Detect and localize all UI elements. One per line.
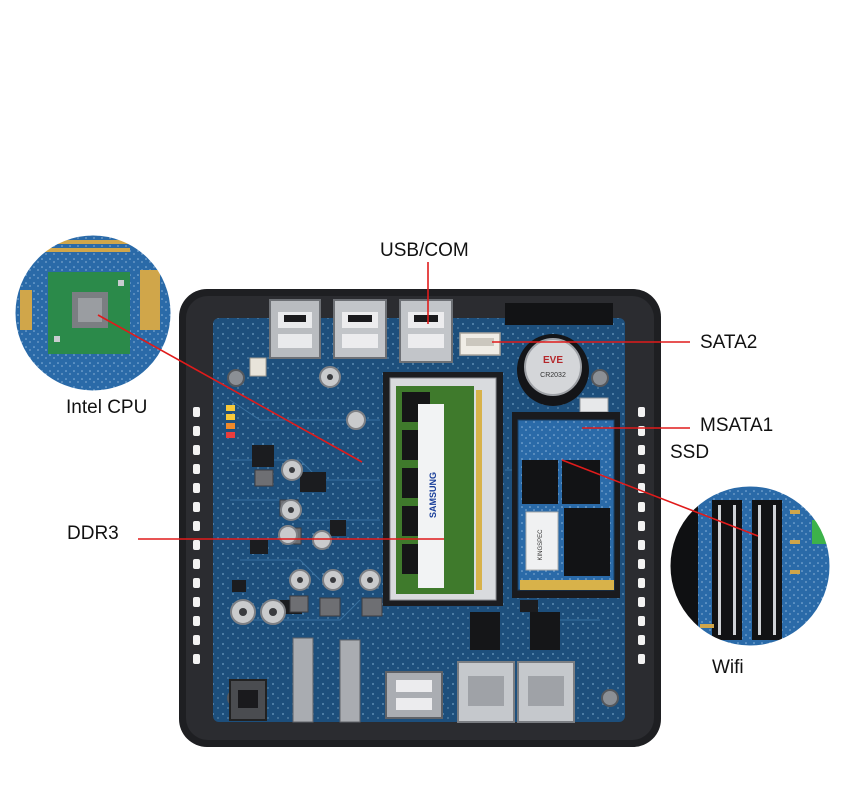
cpu-inset: [13, 233, 173, 393]
usb-com-label: USB/COM: [380, 240, 469, 261]
small-header: [579, 397, 609, 413]
cpu-callout-line: [97, 314, 363, 463]
wifi-inset: [668, 484, 832, 648]
ddr3-label: DDR3: [67, 523, 119, 544]
callout-lines: [97, 262, 759, 540]
top-right-connector: [505, 303, 613, 325]
wifi-inset-border: [665, 481, 835, 651]
msata1-label: MSATA1: [700, 415, 774, 436]
battery-model: CR2032: [540, 372, 566, 379]
sata2-label: SATA2: [700, 332, 758, 353]
ssd-label: SSD: [670, 442, 710, 463]
battery-brand: EVE: [543, 355, 563, 366]
ram-brand: SAMSUNG: [428, 472, 438, 518]
intel-cpu-label: Intel CPU: [66, 397, 148, 418]
wifi-label: Wifi: [712, 657, 744, 678]
cpu-inset-border: [10, 230, 176, 396]
top-usb-ports: [269, 299, 453, 363]
ram-module: SAMSUNG: [383, 372, 503, 606]
bottom-ports: [229, 612, 575, 723]
msata-ssd: KINGSPEC: [512, 412, 620, 598]
wifi-callout-line: [561, 459, 759, 537]
msata-marking: KINGSPEC: [538, 529, 544, 561]
cmos-battery: EVE CR2032: [517, 334, 589, 406]
sata-connector: [459, 332, 501, 356]
